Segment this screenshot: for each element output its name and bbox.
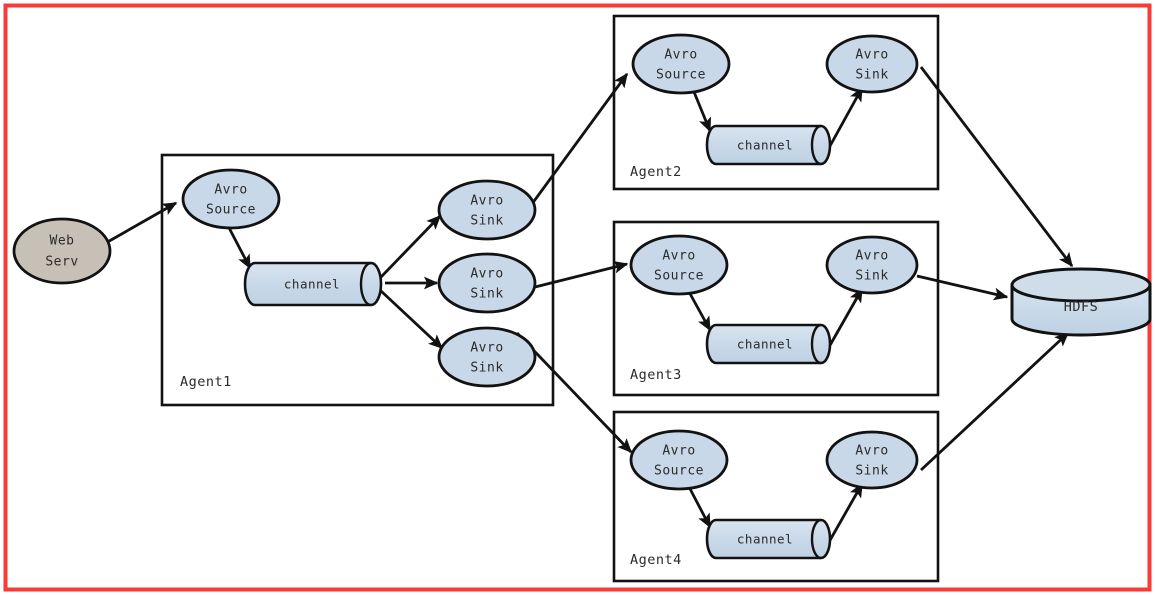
edge-agent3-sink-to-hdfs <box>916 274 1009 301</box>
edge-agent1-sink-middle-to-agent3-source <box>530 260 629 290</box>
agent4-channel-cylinder-cap <box>810 518 822 560</box>
agent3-sink-label-line2: Sink <box>855 269 888 284</box>
agent2-channel-label: channel <box>737 138 793 153</box>
edge-agent4-source-to-channel <box>686 484 712 529</box>
agent3-channel-label: channel <box>737 337 793 352</box>
agent1-sink-top-label-line2: Sink <box>470 214 503 229</box>
agent3-source-label-line2: Source <box>654 269 704 284</box>
edge-agent2-source-to-channel <box>690 86 712 133</box>
agent3-sink-label-line1: Avro <box>855 249 888 264</box>
agent1-source-label-line1: Avro <box>214 183 247 198</box>
agent2-source-label-line1: Avro <box>664 48 697 63</box>
agent2-source-node[interactable]: Avro Source <box>631 33 731 95</box>
agent1-sink-top-node[interactable]: Avro Sink <box>437 179 537 241</box>
hdfs-node[interactable]: HDFS <box>1010 267 1152 337</box>
agent4-source-node[interactable]: Avro Source <box>629 429 729 491</box>
agent2-channel-cylinder-cap <box>810 124 822 166</box>
agent2-sink-ellipse <box>825 34 919 94</box>
agent1-channel-cylinder-cap <box>359 261 372 307</box>
agent3-sink-node[interactable]: Avro Sink <box>825 235 919 295</box>
agent4-channel-node[interactable]: channel <box>705 518 832 560</box>
agent1-sink-bottom-ellipse <box>437 326 537 388</box>
hdfs-label: HDFS <box>1064 299 1099 315</box>
agent3-source-node[interactable]: Avro Source <box>629 234 729 296</box>
agent1-sink-bottom-node[interactable]: Avro Sink <box>437 326 537 388</box>
agent4-sink-ellipse <box>825 430 919 490</box>
agent4-source-label-line1: Avro <box>662 444 695 459</box>
edge-agent1-channel-to-sink-bottom <box>380 289 444 350</box>
agent1-box-label: Agent1 <box>180 374 232 390</box>
edge-agent1-source-to-channel <box>224 221 252 270</box>
agent1-source-node[interactable]: Avro Source <box>181 168 281 230</box>
agent1-sink-middle-ellipse <box>437 252 537 314</box>
hdfs-cylinder-top <box>1010 267 1152 303</box>
agent1-sink-middle-label-line2: Sink <box>470 287 503 302</box>
agent3-source-label-line1: Avro <box>662 249 695 264</box>
agent2-channel-node[interactable]: channel <box>705 124 832 166</box>
agent4-source-label-line2: Source <box>654 464 704 479</box>
agent2-sink-label-line2: Sink <box>855 68 888 83</box>
agent1-channel-node[interactable]: channel <box>243 261 383 307</box>
agent3-channel-cylinder-cap <box>810 323 822 365</box>
agent2-box-label: Agent2 <box>630 164 682 180</box>
agent1-sink-bottom-label-line1: Avro <box>470 341 503 356</box>
agent1-sink-middle-node[interactable]: Avro Sink <box>437 252 537 314</box>
agent1-channel-label: channel <box>284 277 340 292</box>
agent2-sink-label-line1: Avro <box>855 48 888 63</box>
agent3-source-ellipse <box>629 234 729 296</box>
edge-agent2-sink-to-hdfs <box>919 66 1074 268</box>
agent4-box-label: Agent4 <box>630 552 682 568</box>
agent3-box-label: Agent3 <box>630 367 682 383</box>
agent4-sink-label-line1: Avro <box>855 444 888 459</box>
agent3-sink-ellipse <box>825 235 919 295</box>
agent4-source-ellipse <box>629 429 729 491</box>
edge-agent3-source-to-channel <box>686 289 712 332</box>
agent3-channel-node[interactable]: channel <box>705 323 832 365</box>
agent2-sink-node[interactable]: Avro Sink <box>825 34 919 94</box>
agent1-source-label-line2: Source <box>206 203 256 218</box>
agent1-sink-middle-label-line1: Avro <box>470 267 503 282</box>
web-server-label-line2: Serv <box>45 255 78 270</box>
agent2-source-ellipse <box>631 33 731 95</box>
web-server-label-line1: Web <box>50 234 75 249</box>
agent4-sink-label-line2: Sink <box>855 464 888 479</box>
agent2-source-label-line2: Source <box>656 68 706 83</box>
edge-webserv-to-agent1-source <box>103 201 178 246</box>
agent1-source-ellipse <box>181 168 281 230</box>
edge-agent1-sink-bottom-to-agent4-source <box>515 332 633 454</box>
edge-agent4-sink-to-hdfs <box>920 331 1070 472</box>
agent4-channel-label: channel <box>737 532 793 547</box>
connection-lines <box>103 66 1074 550</box>
agent1-sink-top-label-line1: Avro <box>470 194 503 209</box>
web-server-ellipse <box>12 217 112 285</box>
agent1-sink-bottom-label-line2: Sink <box>470 361 503 376</box>
edge-agent1-channel-to-sink-top <box>379 214 442 278</box>
agent1-sink-top-ellipse <box>437 179 537 241</box>
web-server-node[interactable]: Web Serv <box>12 217 112 285</box>
agent4-sink-node[interactable]: Avro Sink <box>825 430 919 490</box>
